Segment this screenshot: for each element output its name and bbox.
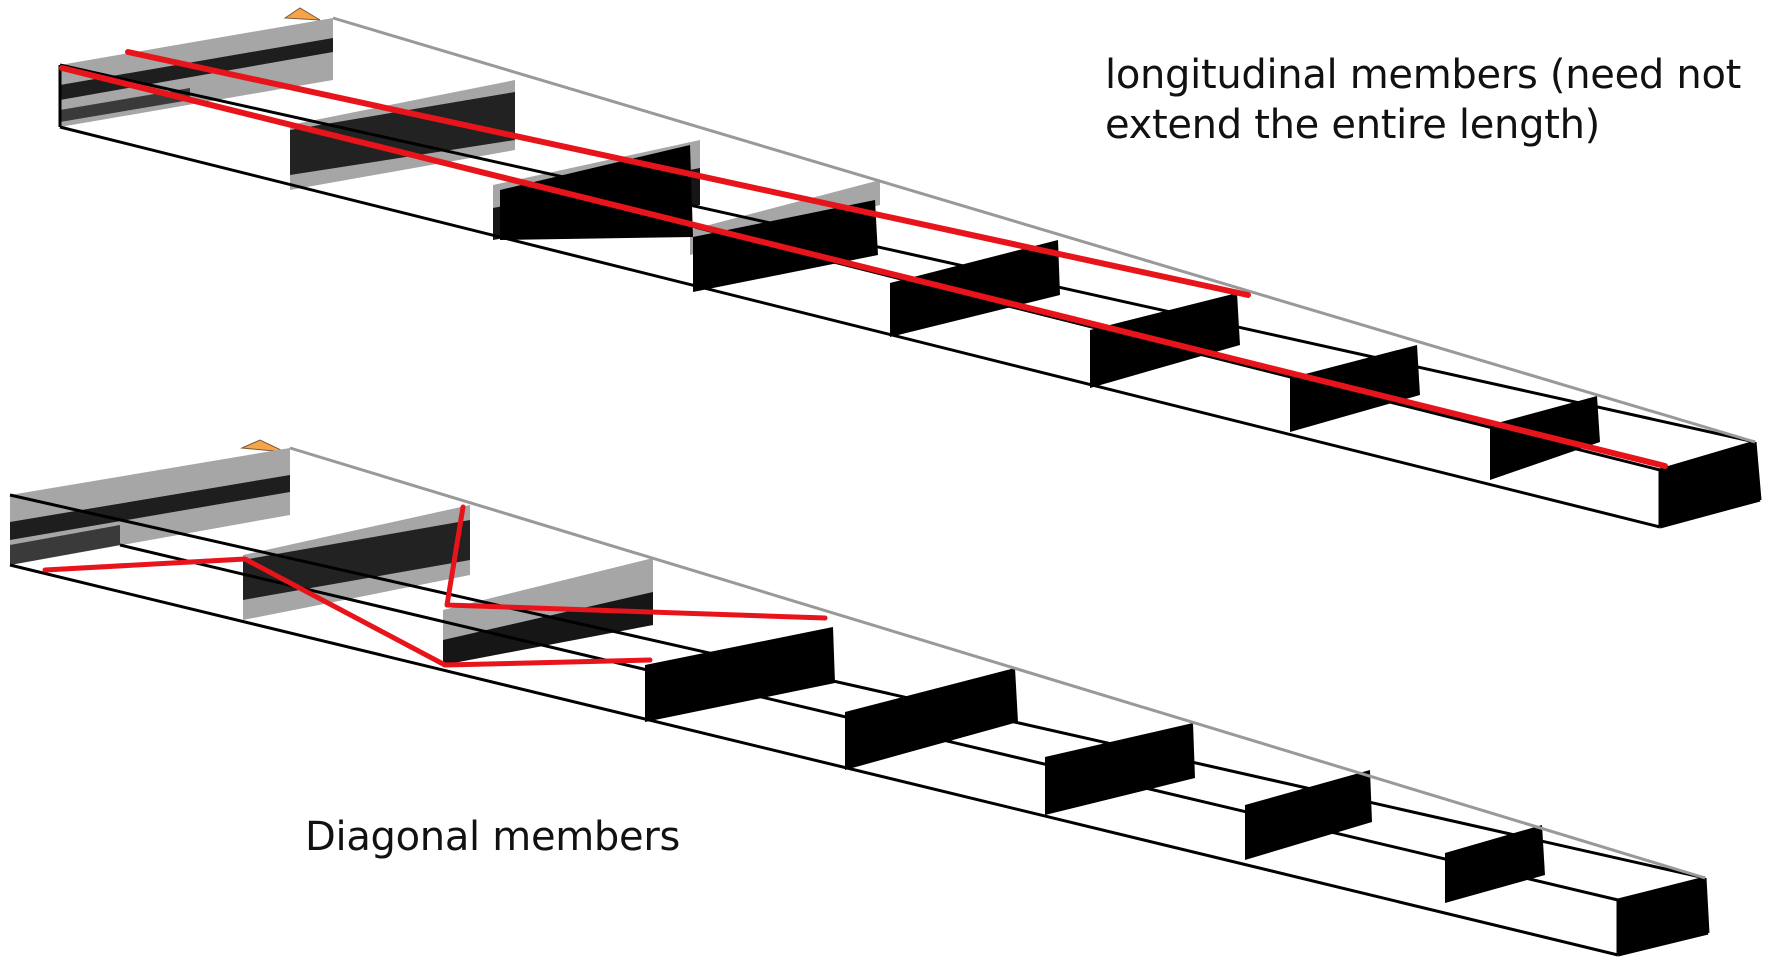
longitudinal-label-line-1: longitudinal members (need not [1105,52,1742,98]
longitudinal-member [125,49,1251,298]
wing-structure-longitudinal [58,7,1762,529]
rib [1618,878,1708,955]
longitudinal-members [59,49,1668,469]
diagonal-members [42,504,828,668]
rib [890,240,1060,337]
diagonal-member [444,504,828,621]
rib [1245,770,1372,860]
rib [845,668,1018,770]
rib [1445,825,1545,903]
rib [645,627,835,722]
wing-structure-diagonal [9,439,1710,957]
diagonal-member [42,556,653,668]
spar-lines [9,446,1710,957]
root-marker [240,439,286,453]
ribs [645,627,1708,955]
rib [1045,723,1195,815]
skin-panels [10,448,653,665]
diagonal-members-label: Diagonal members [305,814,681,860]
rib [500,145,693,240]
longitudinal-member [59,65,1668,469]
longitudinal-members-label: longitudinal members (need not extend th… [1105,50,1755,150]
longitudinal-label-line-2: extend the entire length) [1105,102,1600,148]
root-marker [283,7,321,21]
